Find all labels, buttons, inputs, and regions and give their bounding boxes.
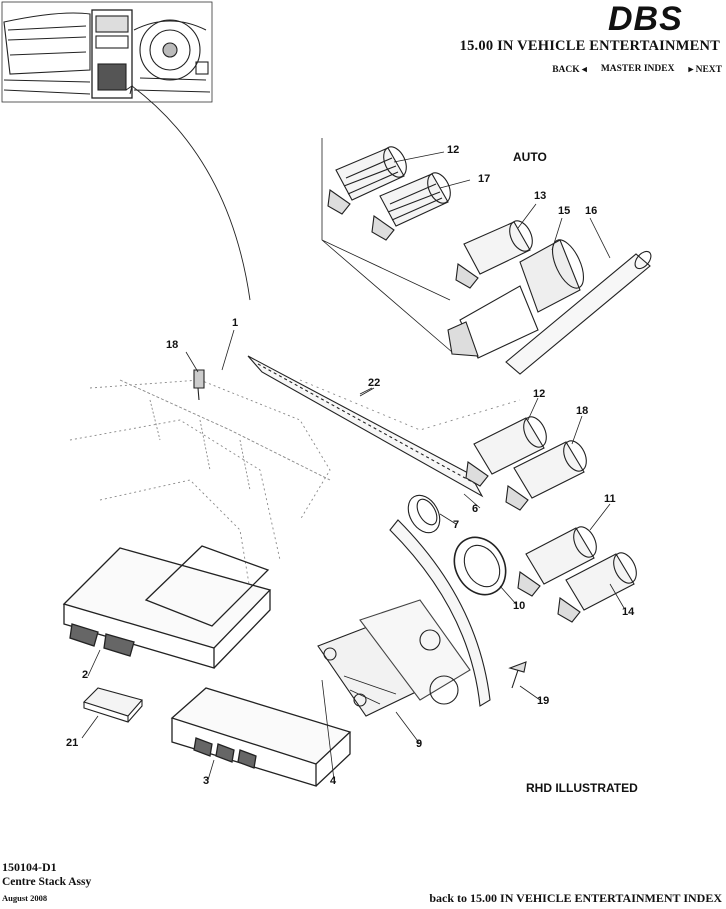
back-link[interactable]: BACK ◂	[552, 65, 587, 75]
part-code: 150104-D1	[2, 860, 57, 874]
callout-19: 19	[537, 695, 550, 707]
callout-13: 13	[534, 190, 547, 202]
unit-3	[170, 687, 352, 787]
callout-6: 6	[472, 503, 479, 515]
callout-12-b: 12	[533, 388, 546, 400]
knob-11	[517, 526, 597, 597]
callout-4: 4	[330, 775, 337, 787]
back-to-index-link[interactable]: back to 15.00 IN VEHICLE ENTERTAINMENT I…	[429, 891, 722, 905]
knob-12-middle	[465, 416, 547, 487]
callout-9: 9	[416, 738, 423, 750]
ring-10	[453, 536, 507, 596]
part-16-rod	[505, 250, 652, 375]
callout-2: 2	[82, 669, 89, 681]
callout-17: 17	[478, 173, 491, 185]
auto-note: AUTO	[513, 150, 547, 164]
callout-11: 11	[604, 493, 616, 505]
dashboard-thumbnail	[1, 1, 213, 103]
trim-7	[389, 519, 491, 707]
knob-18-middle	[505, 440, 587, 511]
knob-12-top	[327, 146, 407, 215]
publish-date: August 2008	[2, 893, 48, 903]
unit-2	[62, 545, 272, 669]
dbs-logo: DBS	[608, 0, 683, 38]
master-index-link[interactable]: MASTER INDEX	[600, 64, 675, 74]
main-frame	[69, 379, 521, 591]
callout-12: 12	[447, 144, 460, 156]
callout-10: 10	[513, 600, 526, 612]
section-title: 15.00 IN VEHICLE ENTERTAINMENT	[459, 38, 720, 54]
pin-19	[508, 661, 527, 689]
next-link[interactable]: ▸ NEXT	[688, 65, 722, 75]
knob-14	[557, 552, 637, 623]
leader-lines	[81, 329, 625, 781]
callout-14: 14	[622, 606, 635, 618]
callout-15: 15	[558, 205, 571, 217]
callout-18-b: 18	[576, 405, 589, 417]
rhd-note: RHD ILLUSTRATED	[526, 781, 638, 795]
ring-6	[407, 494, 441, 534]
callout-21: 21	[66, 737, 79, 749]
nav-bar: BACK ◂ MASTER INDEX ▸ NEXT	[552, 64, 722, 75]
part-21	[82, 687, 143, 717]
assembly-right	[359, 599, 471, 705]
callout-3: 3	[203, 775, 210, 787]
callout-7: 7	[453, 519, 460, 531]
part-name: Centre Stack Assy	[2, 876, 92, 888]
part-15-cylinder	[447, 239, 585, 359]
callout-16: 16	[585, 205, 598, 217]
knob-17	[371, 172, 451, 241]
screw-18	[193, 369, 205, 401]
part-22-strip	[247, 355, 484, 498]
callout-22: 22	[368, 377, 381, 389]
knob-13	[455, 220, 533, 289]
callout-18: 18	[166, 339, 179, 351]
callout-1: 1	[232, 317, 239, 329]
